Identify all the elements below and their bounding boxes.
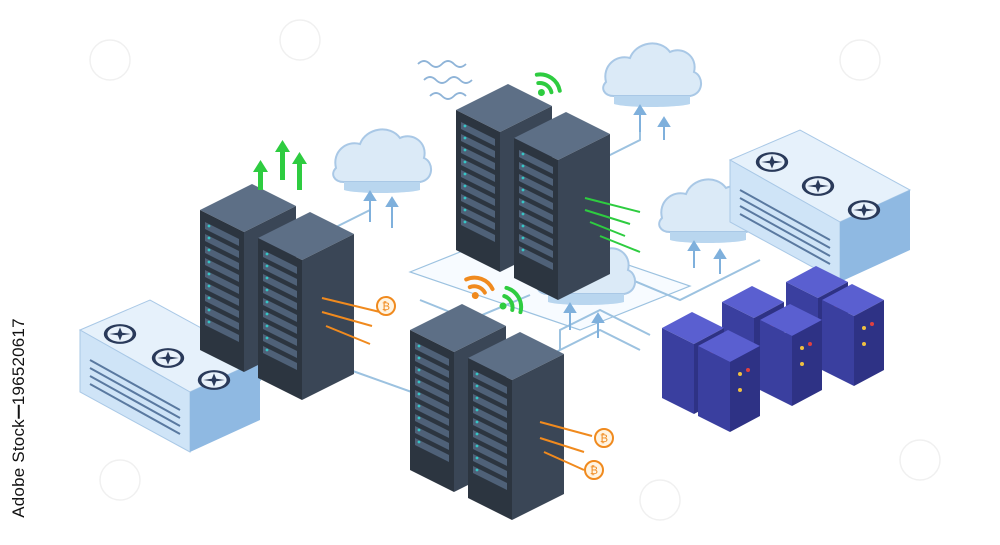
bitcoin-icon — [584, 460, 604, 480]
bitcoin-icon — [376, 296, 396, 316]
cooling-unit-icon — [78, 299, 262, 453]
watermark-image-number: 196520617 — [9, 317, 29, 405]
cloud-icon — [602, 42, 703, 108]
cloud-icon — [332, 128, 433, 194]
data-flow-arrows — [321, 297, 593, 471]
blade-server-icon — [760, 304, 822, 406]
upload-arrow-icon — [363, 104, 727, 338]
signal-wave-icon — [417, 60, 473, 100]
cooling-unit-icon — [728, 129, 912, 283]
watermark-separator — [18, 404, 21, 419]
data-flow-arrows — [584, 197, 641, 253]
bitcoin-icon — [594, 428, 614, 448]
server-rack-icon — [514, 112, 610, 300]
watermark-pattern — [89, 19, 941, 521]
blade-server-icon — [698, 330, 760, 432]
upload-arrow-icon — [253, 140, 307, 190]
server-rack-icon — [468, 332, 564, 520]
watermark-brand: Adobe Stock — [9, 418, 29, 518]
server-rack-icon — [258, 212, 354, 400]
stock-watermark-label: Adobe Stock 196520617 — [6, 300, 32, 535]
blade-server-icon — [822, 284, 884, 386]
